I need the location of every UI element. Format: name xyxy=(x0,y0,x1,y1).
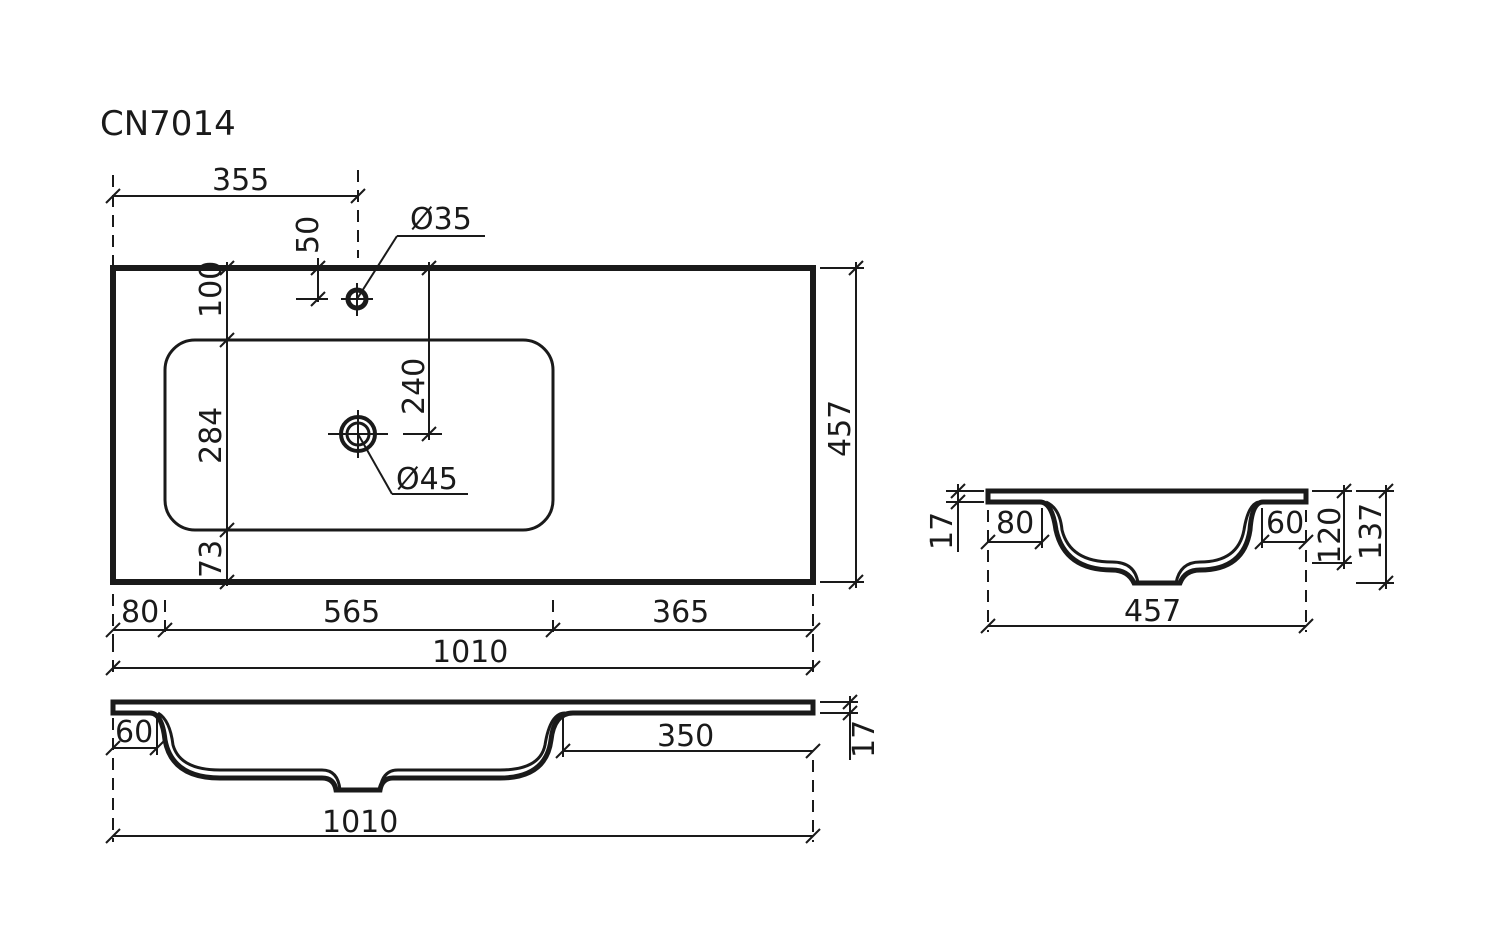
dim-284-label: 284 xyxy=(194,407,229,464)
dim-565-label: 565 xyxy=(323,595,380,630)
dim-total-width: 1010 xyxy=(105,635,821,676)
dim-457-label: 457 xyxy=(823,400,858,457)
dim-60-side-label: 60 xyxy=(1266,506,1304,541)
dim-350-label: 350 xyxy=(657,719,714,754)
dim-front-right-shelf: 350 xyxy=(555,716,821,759)
dim-1010-label: 1010 xyxy=(432,635,508,670)
dim-17-front-label: 17 xyxy=(847,720,882,758)
dim-hole-offset-x: 355 xyxy=(105,163,366,268)
dim-basin-vertical: 100 284 73 xyxy=(194,260,235,590)
dim-17-side-label: 17 xyxy=(925,512,960,550)
tap-hole xyxy=(341,283,373,316)
dim-1010-front-label: 1010 xyxy=(322,805,398,840)
dim-hole-offset-y: 50 xyxy=(291,216,328,307)
side-profile xyxy=(985,488,1309,586)
dim-50-label: 50 xyxy=(291,216,326,254)
dim-side-total-height: 137 xyxy=(1354,483,1394,591)
dim-drain-depth: 240 xyxy=(397,260,442,442)
dim-front-thickness: 17 xyxy=(820,694,882,760)
dim-drain-diameter: Ø45 xyxy=(357,433,468,497)
dim-120-label: 120 xyxy=(1313,507,1348,564)
dim-side-rear-margin: 80 xyxy=(980,506,1050,550)
dim-side-front-margin: 60 xyxy=(1254,506,1314,550)
dim-80-side-label: 80 xyxy=(996,506,1034,541)
dim-tap-diameter: Ø35 xyxy=(356,202,485,300)
dim-457-side-label: 457 xyxy=(1124,594,1181,629)
dim-width-breakdown: 80 565 365 xyxy=(105,594,821,640)
dim-side-bowl-height: 120 xyxy=(1312,483,1352,571)
dim-60-front-label: 60 xyxy=(115,715,153,750)
dim-73-label: 73 xyxy=(194,540,229,578)
dim-240-label: 240 xyxy=(397,358,432,415)
dim-355-label: 355 xyxy=(212,163,269,198)
dim-o35-label: Ø35 xyxy=(410,202,472,237)
dim-side-total-depth: 457 xyxy=(980,510,1314,634)
dim-front-total-width: 1010 xyxy=(105,760,821,844)
countertop-outline xyxy=(110,265,816,585)
front-section-view: 60 350 17 1010 xyxy=(105,694,882,844)
dim-365-label: 365 xyxy=(652,595,709,630)
model-title: CN7014 xyxy=(100,104,236,144)
dim-80-label: 80 xyxy=(121,595,159,630)
dim-side-thickness: 17 xyxy=(925,483,984,552)
dim-total-depth: 457 xyxy=(820,260,864,590)
dim-front-left-edge: 60 xyxy=(105,715,165,842)
dim-100-label: 100 xyxy=(194,261,229,318)
side-section-view: 17 80 60 457 xyxy=(925,483,1394,634)
top-view: 355 50 Ø35 100 284 73 xyxy=(105,163,864,676)
basin-outline xyxy=(163,338,555,532)
dim-o45-label: Ø45 xyxy=(396,462,458,497)
dim-137-label: 137 xyxy=(1354,503,1389,560)
